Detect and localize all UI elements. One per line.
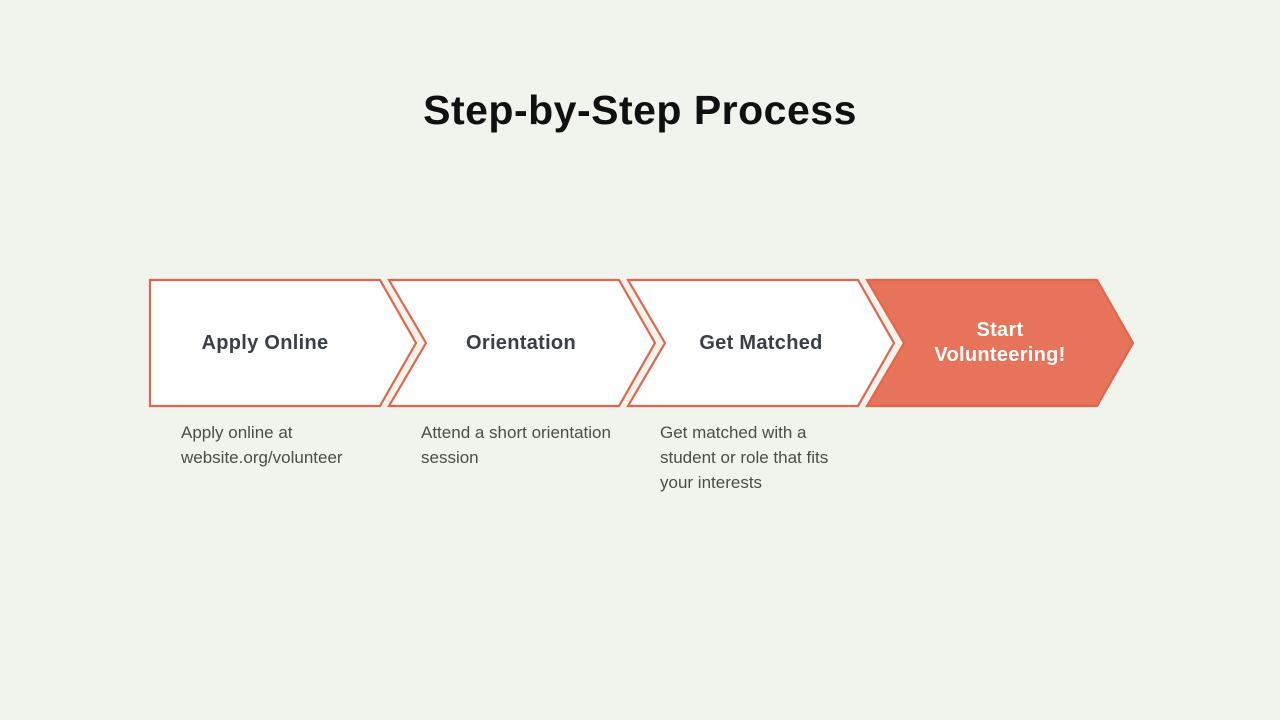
step-description-get-matched: Get matched with a student or role that … [660, 423, 829, 492]
step-label-orientation: Orientation [466, 331, 576, 354]
chevron-step-4 [865, 278, 1135, 408]
step-description-orientation: Attend a short orientation session [421, 423, 611, 467]
slide-title: Step-by-Step Process [423, 87, 857, 133]
chevron-step-2 [387, 278, 657, 408]
chevron-step-1 [148, 278, 418, 408]
step-description-apply-online: Apply online at website.org/volunteer [181, 423, 343, 467]
step-label-start-volunteering: Start Volunteering! [934, 319, 1066, 366]
step-label-apply-online: Apply Online [201, 331, 329, 354]
chevron-step-3 [626, 278, 896, 408]
step-label-get-matched: Get Matched [699, 331, 823, 354]
